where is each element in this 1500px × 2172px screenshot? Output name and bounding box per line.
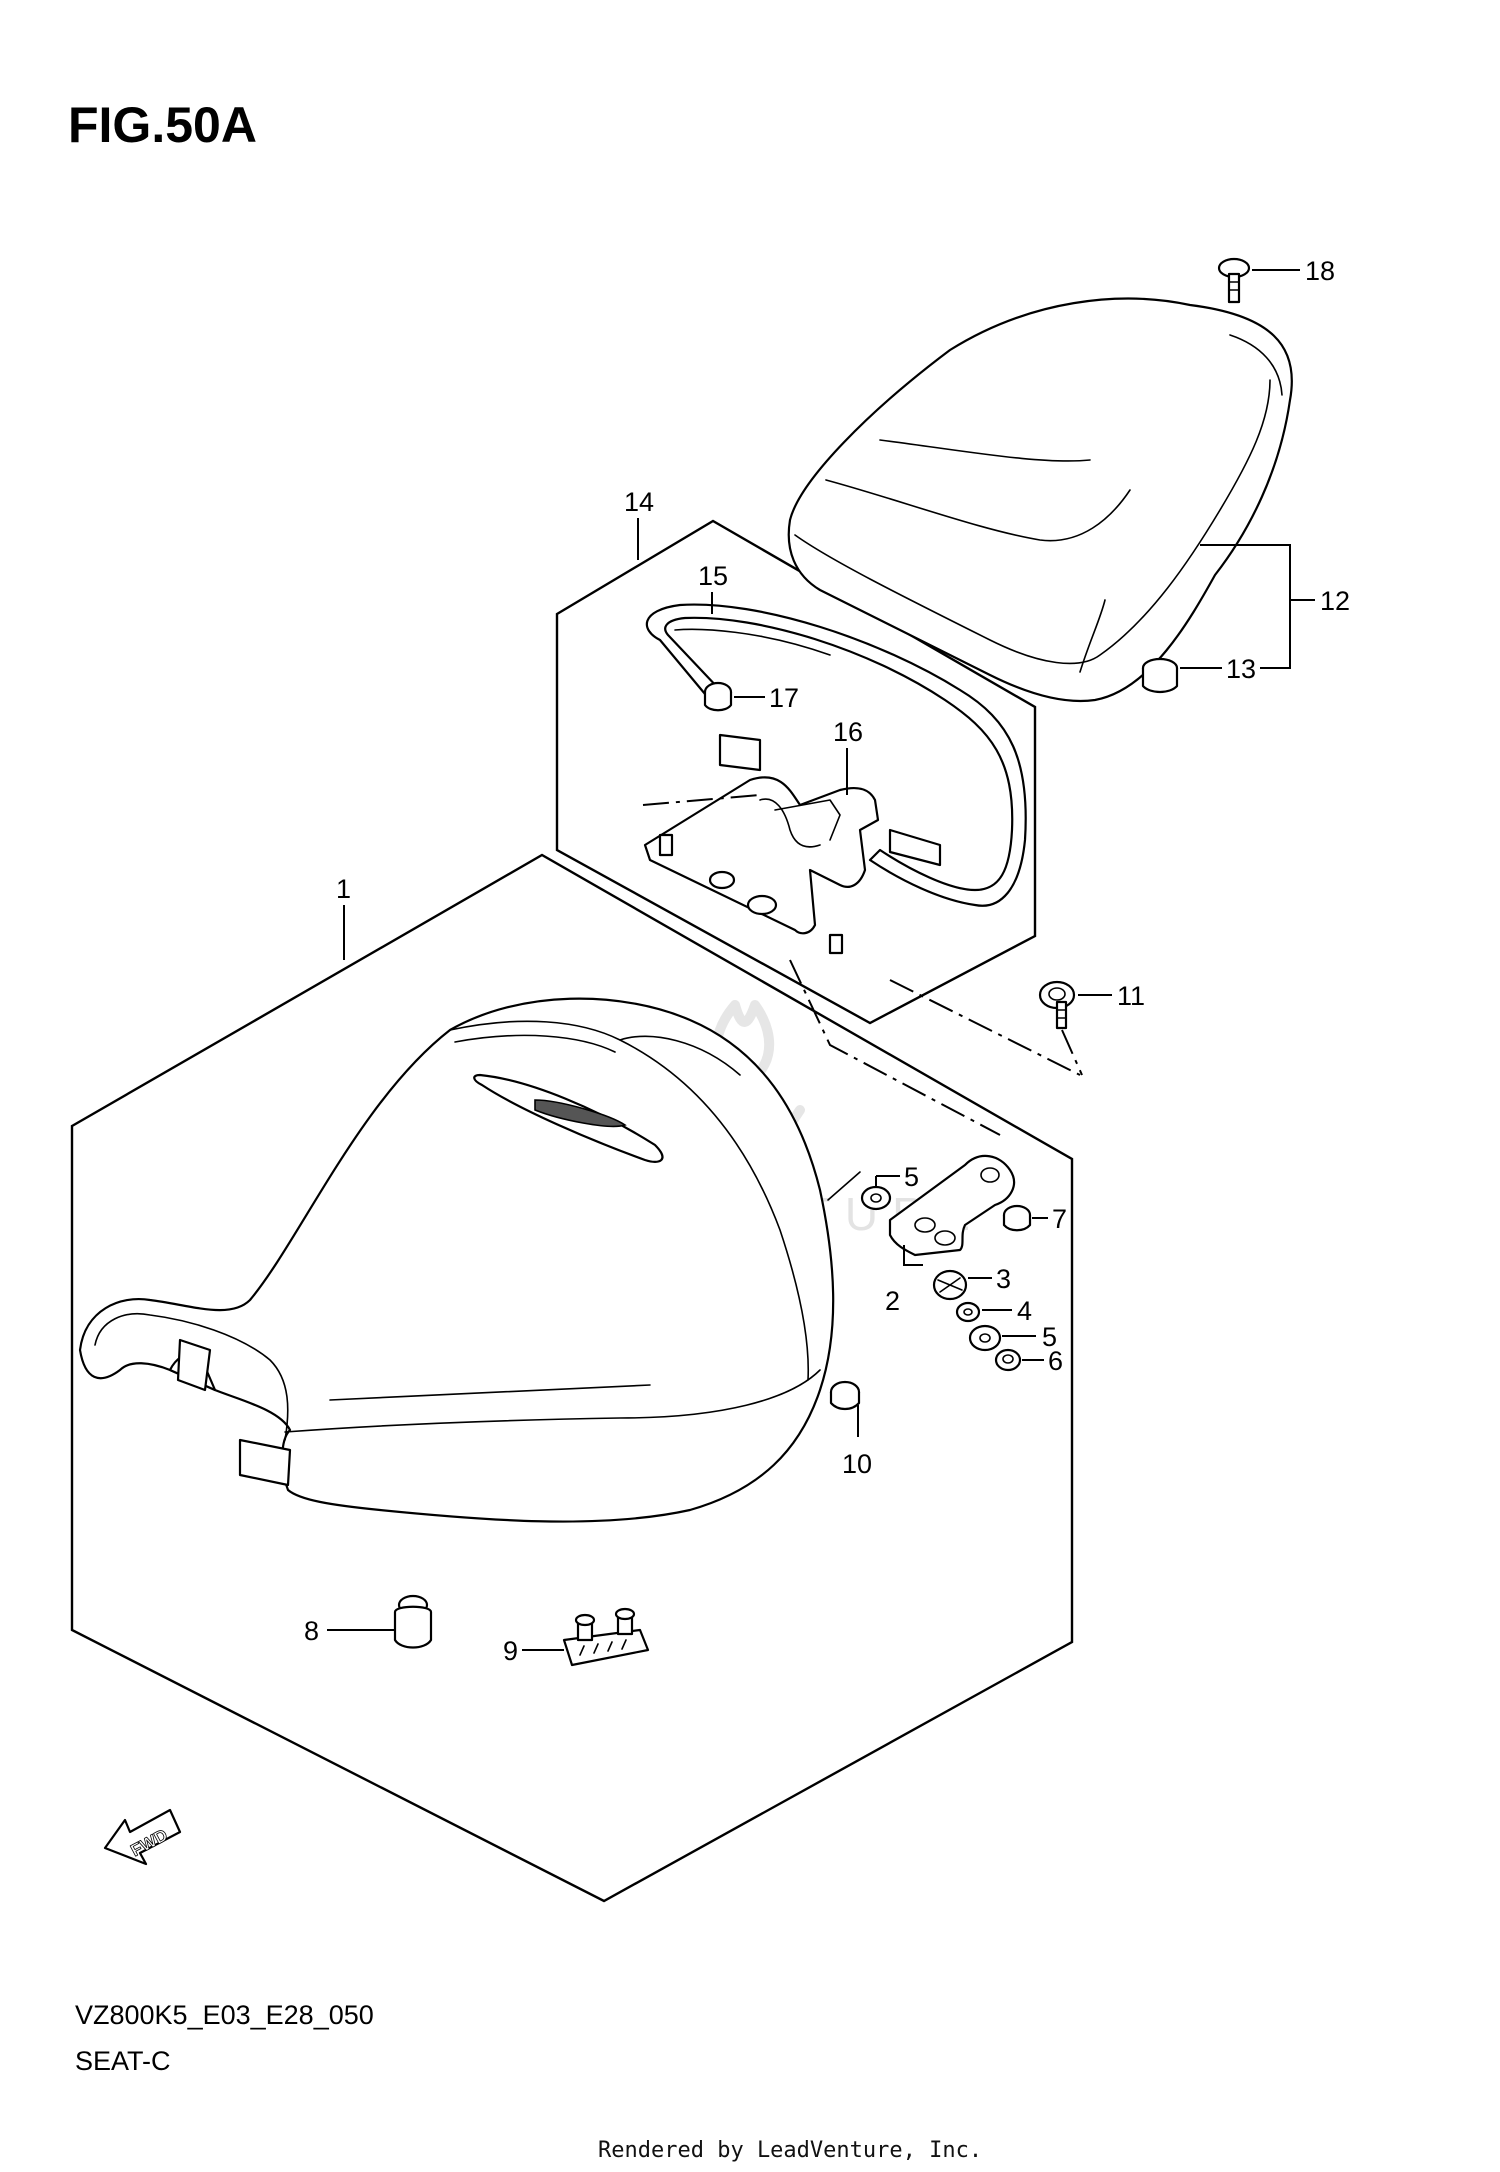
mounting-bracket-16 xyxy=(643,733,942,955)
callout-15: 15 xyxy=(698,561,728,591)
callout-8: 8 xyxy=(304,1616,319,1646)
cushion-10 xyxy=(829,1380,861,1411)
front-seat xyxy=(78,997,835,1523)
callout-13: 13 xyxy=(1226,654,1256,684)
washer-5-lower xyxy=(968,1324,1002,1352)
bumper-13 xyxy=(1141,657,1179,694)
callout-18: 18 xyxy=(1305,256,1335,286)
collar-4 xyxy=(955,1301,981,1323)
fwd-arrow-icon: FWD xyxy=(103,1808,182,1866)
cushion-8 xyxy=(393,1594,433,1649)
seat-strap-15 xyxy=(645,603,1027,907)
callout-2: 2 xyxy=(885,1286,900,1316)
washer-5-upper xyxy=(860,1185,892,1211)
callout-11: 11 xyxy=(1117,981,1145,1011)
callout-16: 16 xyxy=(833,717,863,747)
assembly-line-a xyxy=(642,794,761,806)
model-code: VZ800K5_E03_E28_050 xyxy=(75,2000,374,2030)
callout-3: 3 xyxy=(996,1264,1011,1294)
section-name: SEAT-C xyxy=(75,2046,171,2076)
callout-6: 6 xyxy=(1048,1346,1063,1376)
bracket-12 xyxy=(1200,544,1291,669)
assembly-line-b xyxy=(789,959,1001,1136)
assembly-line-c xyxy=(889,979,1081,1076)
nut-6 xyxy=(994,1348,1022,1372)
callout-9: 9 xyxy=(503,1636,518,1666)
cushion-set-9 xyxy=(562,1607,650,1667)
bolt-11 xyxy=(1038,980,1076,1030)
figure-title: FIG.50A xyxy=(68,97,257,153)
render-credit: Rendered by LeadVenture, Inc. xyxy=(598,2138,982,2163)
screw-18 xyxy=(1217,257,1251,304)
callout-5-lower: 5 xyxy=(1042,1322,1057,1352)
assembly-box-14 xyxy=(555,519,1037,1025)
seat-emblem xyxy=(473,1073,664,1163)
seat-bracket-2 xyxy=(888,1154,1016,1257)
assembly-line-d xyxy=(1061,1029,1083,1076)
callout-1: 1 xyxy=(336,874,351,904)
callout-7: 7 xyxy=(1052,1204,1067,1234)
callout-14: 14 xyxy=(624,487,654,517)
assembly-line-e xyxy=(827,1171,861,1201)
nut-7 xyxy=(1002,1204,1032,1232)
callout-4: 4 xyxy=(1017,1296,1032,1326)
rear-seat xyxy=(787,297,1293,702)
callout-17: 17 xyxy=(769,683,799,713)
damper-3 xyxy=(932,1269,968,1301)
assembly-box-1 xyxy=(70,853,1074,1903)
callout-10: 10 xyxy=(842,1449,872,1479)
callout-12: 12 xyxy=(1320,586,1350,616)
callout-5-upper: 5 xyxy=(904,1162,919,1192)
leader-2 xyxy=(903,1245,923,1266)
nut-17 xyxy=(703,681,733,712)
